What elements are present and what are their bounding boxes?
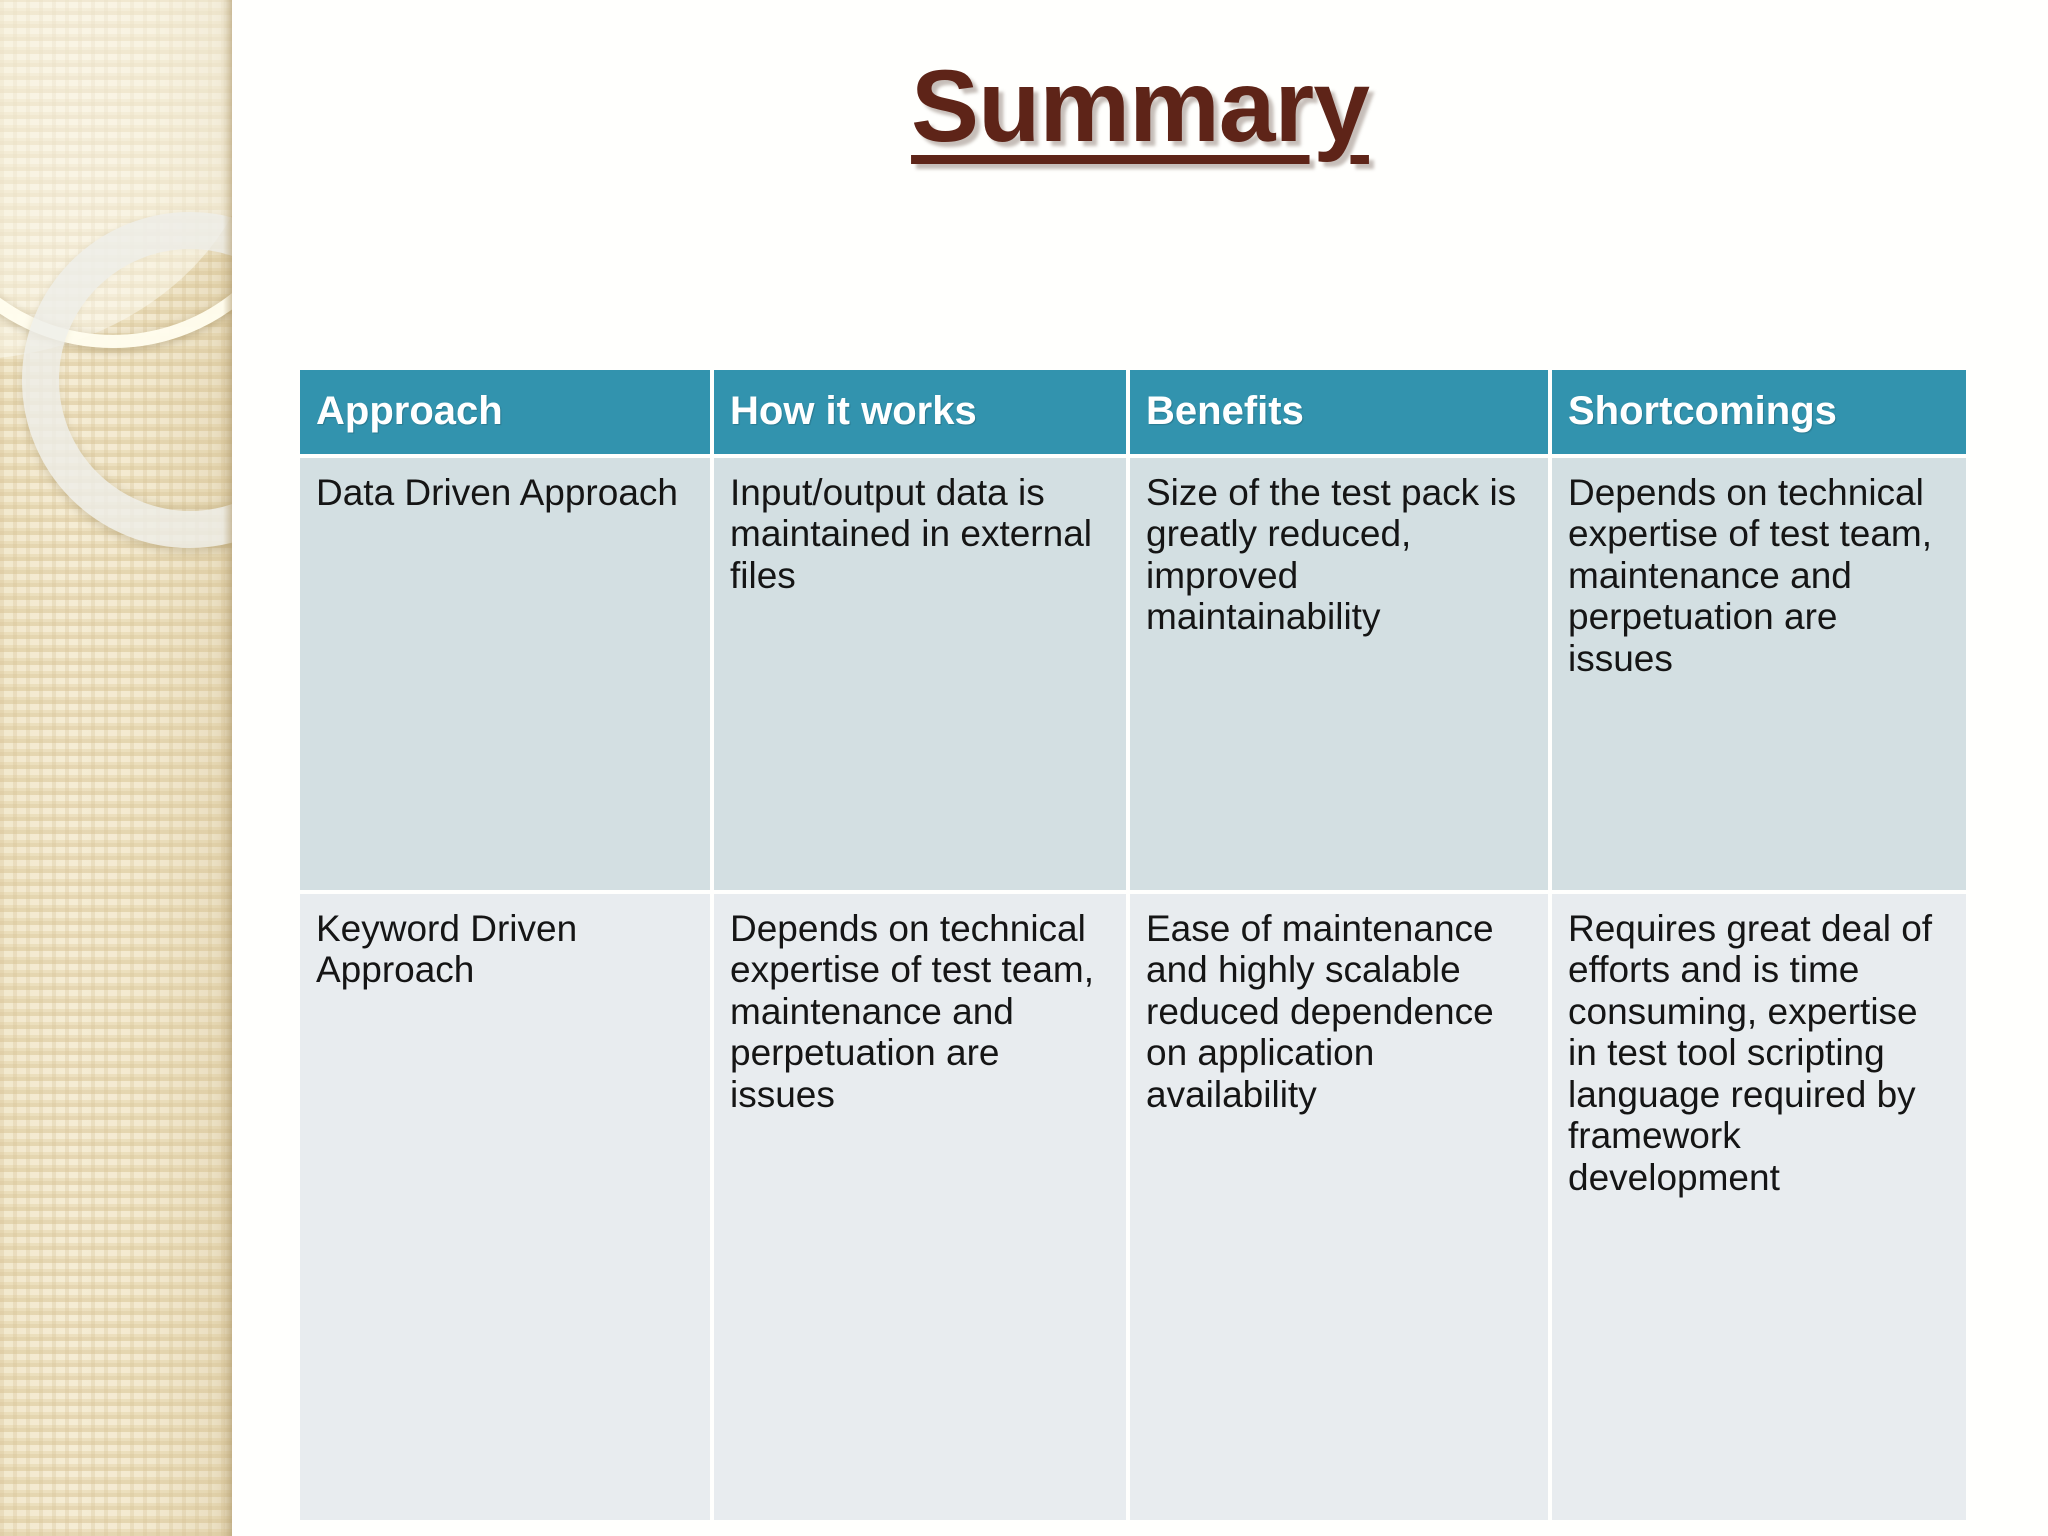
table-row: Keyword Driven Approach Depends on techn… bbox=[300, 894, 1966, 1520]
title-container: Summary bbox=[232, 52, 2048, 160]
column-header-approach: Approach bbox=[300, 370, 710, 454]
column-header-benefits: Benefits bbox=[1130, 370, 1548, 454]
cell-shortcomings: Requires great deal of efforts and is ti… bbox=[1552, 894, 1966, 1520]
sidebar-edge-shadow bbox=[223, 0, 232, 1536]
cell-how-it-works: Input/output data is maintained in exter… bbox=[714, 458, 1126, 890]
summary-table: Approach How it works Benefits Shortcomi… bbox=[296, 366, 1970, 1524]
cell-approach: Keyword Driven Approach bbox=[300, 894, 710, 1520]
table-header: Approach How it works Benefits Shortcomi… bbox=[300, 370, 1966, 454]
cell-shortcomings: Depends on technical expertise of test t… bbox=[1552, 458, 1966, 890]
table-header-row: Approach How it works Benefits Shortcomi… bbox=[300, 370, 1966, 454]
cell-approach: Data Driven Approach bbox=[300, 458, 710, 890]
cell-how-it-works: Depends on technical expertise of test t… bbox=[714, 894, 1126, 1520]
cell-benefits: Size of the test pack is greatly reduced… bbox=[1130, 458, 1548, 890]
column-header-how-it-works: How it works bbox=[714, 370, 1126, 454]
page-title: Summary bbox=[911, 49, 1370, 163]
table-body: Data Driven Approach Input/output data i… bbox=[300, 458, 1966, 1520]
decorative-sidebar bbox=[0, 0, 232, 1536]
cell-benefits: Ease of maintenance and highly scalable … bbox=[1130, 894, 1548, 1520]
table-row: Data Driven Approach Input/output data i… bbox=[300, 458, 1966, 890]
column-header-shortcomings: Shortcomings bbox=[1552, 370, 1966, 454]
